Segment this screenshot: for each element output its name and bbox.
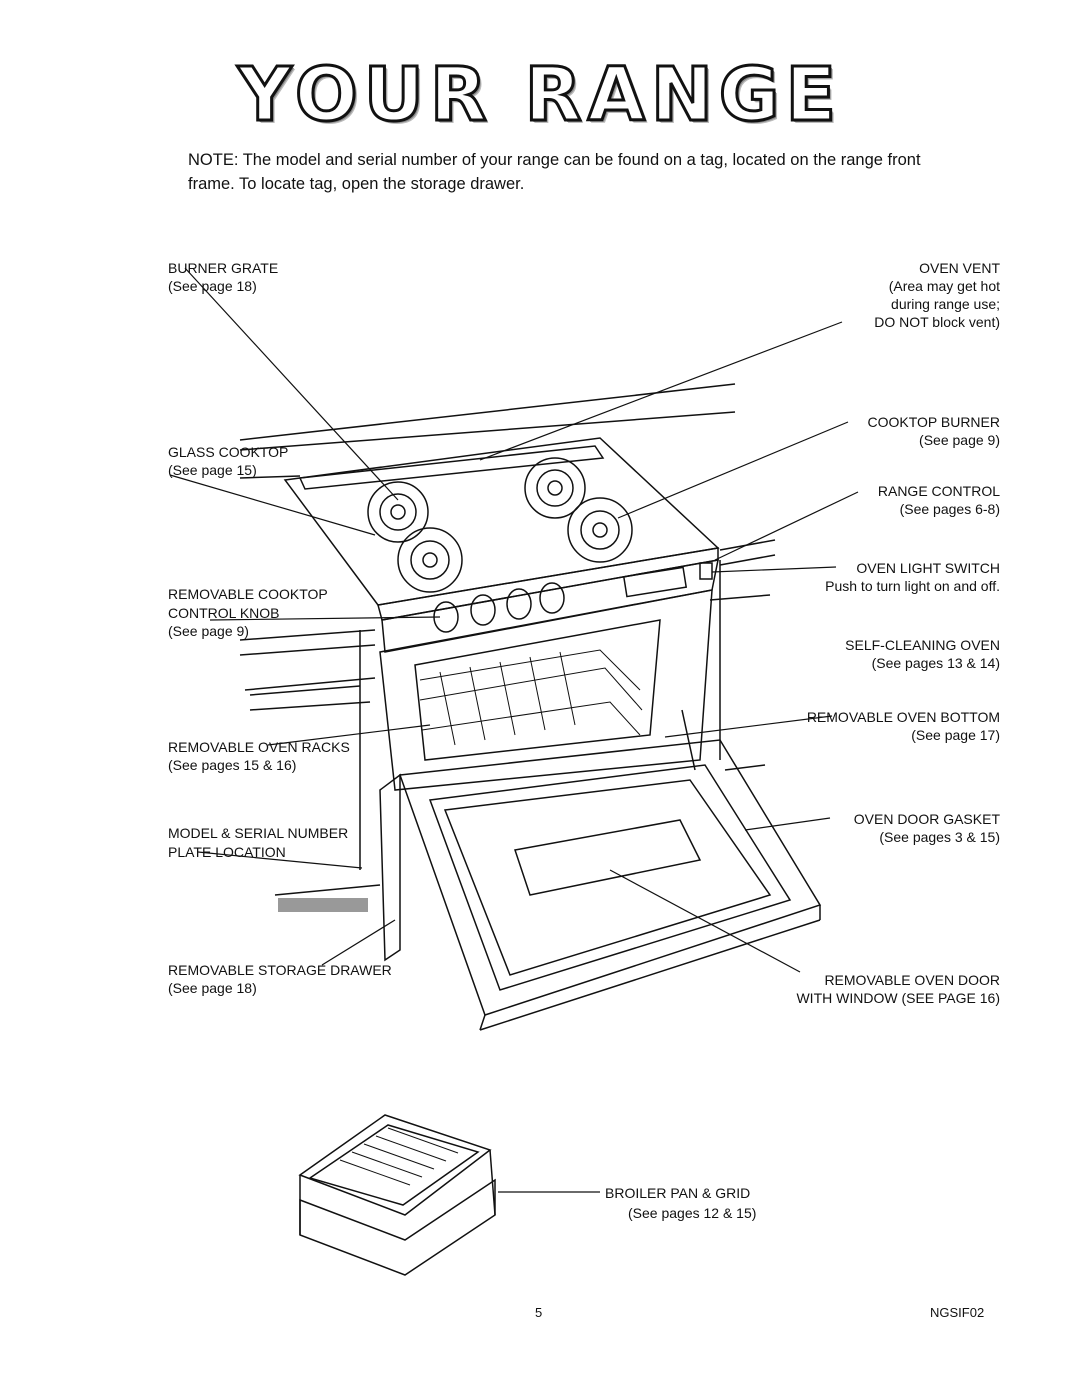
cooktop-burner-label: COOKTOP BURNER: [867, 414, 1000, 430]
oven-light-switch-label: OVEN LIGHT SWITCH: [856, 560, 1000, 576]
page-number: 5: [535, 1305, 543, 1320]
oven-vent-desc-2: during range use;: [891, 296, 1000, 312]
burner-front-left-icon: [397, 527, 463, 593]
oven-vent-desc-3: DO NOT block vent): [874, 314, 1000, 330]
storage-drawer-ref: (See page 18): [168, 980, 257, 996]
cooktop-burner-ref: (See page 9): [919, 432, 1000, 448]
control-knob-label-2: CONTROL KNOB: [168, 605, 280, 621]
oven-light-switch-desc: Push to turn light on and off.: [825, 578, 1000, 594]
broiler-pan-icon: [298, 1114, 496, 1276]
control-knobs-icon: [433, 582, 565, 633]
oven-racks-label: REMOVABLE OVEN RACKS: [168, 739, 350, 755]
oven-bottom-ref: (See page 17): [911, 727, 1000, 743]
control-knob-label-1: REMOVABLE COOKTOP: [168, 586, 328, 602]
broiler-pan-ref: (See pages 12 & 15): [628, 1205, 757, 1221]
storage-drawer-label: REMOVABLE STORAGE DRAWER: [168, 962, 392, 978]
control-knob-ref: (See page 9): [168, 623, 249, 639]
oven-door-ref: WITH WINDOW (See page 16): [796, 990, 1000, 1006]
self-cleaning-oven-ref: (See pages 13 & 14): [871, 655, 1000, 671]
door-gasket-label: OVEN DOOR GASKET: [853, 811, 1000, 827]
self-cleaning-oven-label: SELF-CLEANING OVEN: [845, 637, 1000, 653]
serial-plate-label-1: MODEL & SERIAL NUMBER: [168, 825, 349, 841]
glass-cooktop-label: GLASS COOKTOP: [168, 444, 289, 460]
oven-racks-ref: (See pages 15 & 16): [168, 757, 297, 773]
oven-vent-label: OVEN VENT: [919, 260, 1000, 276]
broiler-pan-label: BROILER PAN & GRID: [605, 1185, 751, 1201]
document-code: NGSIF02: [930, 1305, 985, 1320]
oven-door-label: REMOVABLE OVEN DOOR: [824, 972, 1000, 988]
model-serial-note: NOTE: The model and serial number of you…: [188, 151, 921, 193]
range-control-ref: (See pages 6-8): [899, 501, 1000, 517]
burner-grate-label: BURNER GRATE: [168, 260, 279, 276]
burner-front-right-icon: [567, 497, 633, 563]
burner-rear-right-icon: [524, 457, 586, 519]
burner-rear-left-icon: [367, 481, 429, 543]
glass-cooktop-ref: (See page 15): [168, 462, 257, 478]
oven-bottom-label: REMOVABLE OVEN BOTTOM: [806, 709, 1000, 725]
range-control-label: RANGE CONTROL: [877, 483, 1000, 499]
door-gasket-ref: (See pages 3 & 15): [879, 829, 1000, 845]
serial-plate-label-2: PLATE LOCATION: [168, 844, 286, 860]
burner-grate-ref: (See page 18): [168, 278, 257, 294]
oven-vent-desc-1: (Area may get hot: [888, 278, 1000, 294]
page-title: YOUR RANGE: [236, 51, 843, 140]
